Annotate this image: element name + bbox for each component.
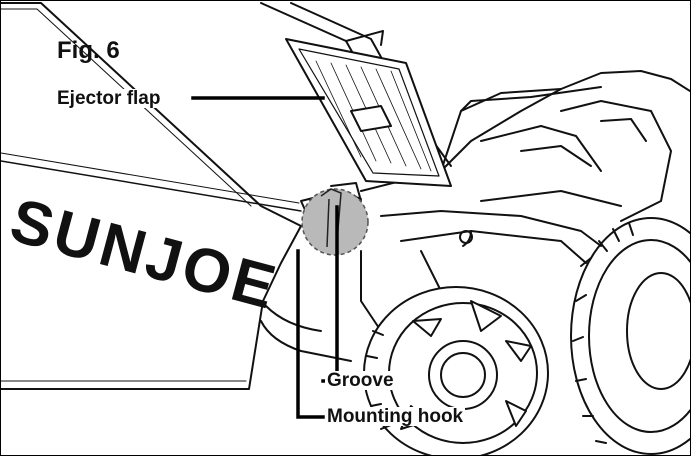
- mounting-hook-leader: [296, 249, 325, 419]
- rear-wheel: [570, 217, 690, 455]
- figure-title: Fig. 6: [57, 37, 120, 64]
- groove-label: Groove: [325, 370, 396, 391]
- hook-detail: [320, 188, 342, 248]
- ejector-flap: [285, 38, 452, 187]
- ejector-flap-label: Ejector flap: [57, 88, 163, 109]
- highlight-circle: [301, 188, 369, 256]
- mounting-hook-label: Mounting hook: [325, 406, 466, 427]
- mower-body: [360, 70, 690, 332]
